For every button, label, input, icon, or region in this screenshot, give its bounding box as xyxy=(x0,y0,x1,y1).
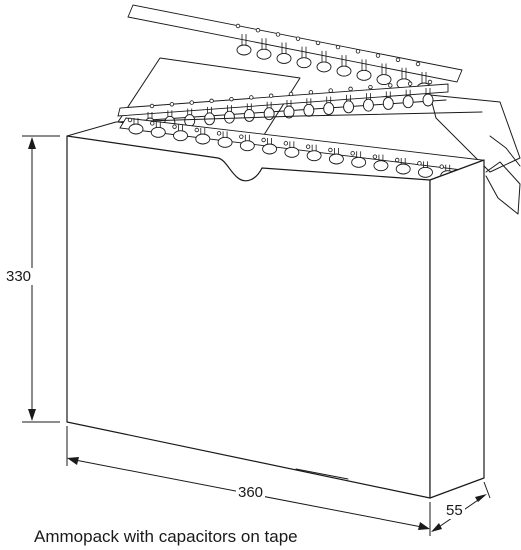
box-front-face xyxy=(66,135,431,499)
capacitor xyxy=(195,133,211,145)
sprocket-hole xyxy=(149,103,155,109)
sprocket-hole xyxy=(328,88,333,93)
sprocket-hole xyxy=(415,61,421,67)
box-side-face xyxy=(429,159,485,499)
sprocket-hole xyxy=(375,53,381,58)
capacitor xyxy=(362,98,374,112)
sprocket-hole xyxy=(417,161,422,166)
sprocket-hole xyxy=(172,124,177,129)
sprocket-hole xyxy=(288,91,294,97)
side-flap-right xyxy=(485,161,521,215)
capacitor xyxy=(306,150,322,162)
capacitor xyxy=(256,48,272,60)
sprocket-hole xyxy=(275,32,281,37)
sprocket-hole xyxy=(229,96,234,102)
height-arrow-top xyxy=(28,137,36,149)
sprocket-hole xyxy=(335,44,341,50)
sprocket-hole xyxy=(261,137,266,143)
sprocket-hole xyxy=(395,157,400,163)
sprocket-hole xyxy=(268,93,274,98)
sprocket-hole xyxy=(189,100,194,105)
capacitor xyxy=(276,52,292,64)
capacitor xyxy=(217,136,233,148)
capacitor xyxy=(173,130,188,142)
capacitor xyxy=(236,44,252,56)
sprocket-hole xyxy=(235,23,241,29)
depth-ext-right xyxy=(483,481,491,499)
tape-band xyxy=(127,4,463,83)
capacitor xyxy=(303,103,315,117)
sprocket-hole xyxy=(308,90,314,95)
capacitor xyxy=(316,61,332,73)
sprocket-hole xyxy=(283,141,289,146)
inner-left-edge xyxy=(66,121,117,137)
sprocket-hole xyxy=(249,95,254,100)
capacitor xyxy=(356,69,372,81)
capacitor xyxy=(328,153,344,165)
capacitor xyxy=(402,95,414,109)
depth-arrow-left xyxy=(431,523,442,532)
capacitor xyxy=(343,100,355,114)
box-back-flaps xyxy=(117,57,521,215)
sprocket-hole xyxy=(427,79,433,85)
capacitor xyxy=(243,108,255,122)
sprocket-hole xyxy=(350,151,355,156)
capacitor xyxy=(263,107,275,121)
capacitor xyxy=(296,57,312,69)
sprocket-hole xyxy=(328,147,333,153)
sprocket-hole xyxy=(355,49,361,54)
capacitor xyxy=(395,163,411,175)
sprocket-hole xyxy=(368,84,373,90)
sprocket-hole xyxy=(239,134,244,139)
height-arrow-bottom xyxy=(28,409,36,421)
capacitor xyxy=(223,110,235,124)
depth-arrow-right xyxy=(475,494,487,502)
sprocket-hole xyxy=(194,127,199,133)
sprocket-hole xyxy=(295,36,301,41)
sprocket-hole xyxy=(395,57,401,62)
capacitor xyxy=(284,146,300,158)
back-flap-right xyxy=(429,94,521,173)
width-arrow-left xyxy=(67,457,79,465)
capacitor xyxy=(128,123,144,135)
capacitor xyxy=(382,96,394,110)
sprocket-hole xyxy=(407,81,413,86)
sprocket-hole xyxy=(255,28,261,33)
capacitor xyxy=(422,93,434,107)
sprocket-hole xyxy=(209,98,214,104)
depth-label: 55 xyxy=(444,502,465,519)
front-slot xyxy=(295,468,349,480)
tape-band xyxy=(117,83,449,117)
sprocket-hole xyxy=(315,40,321,46)
sprocket-hole xyxy=(169,102,175,107)
sprocket-hole xyxy=(439,164,444,169)
capacitor xyxy=(418,166,433,178)
sprocket-hole xyxy=(150,121,155,126)
sprocket-hole xyxy=(388,83,393,88)
capacitor xyxy=(239,140,255,152)
inner-rear-edge xyxy=(115,111,483,123)
height-label: 330 xyxy=(4,268,34,285)
capacitor xyxy=(373,160,389,172)
capacitor xyxy=(283,105,295,119)
width-arrow-right xyxy=(418,522,430,530)
capacitor xyxy=(262,143,278,155)
sprocket-hole xyxy=(348,86,353,92)
capacitor xyxy=(336,65,352,77)
sprocket-hole xyxy=(372,154,378,159)
sprocket-hole xyxy=(305,144,311,149)
sprocket-hole xyxy=(127,117,133,123)
flap-edge-right xyxy=(489,135,521,167)
width-label: 360 xyxy=(236,484,266,501)
diagram-caption: Ammopack with capacitors on tape xyxy=(34,527,298,546)
capacitor xyxy=(351,156,367,168)
capacitor xyxy=(150,126,166,138)
sprocket-hole xyxy=(216,131,222,136)
capacitor xyxy=(376,74,392,86)
capacitor xyxy=(323,102,335,116)
